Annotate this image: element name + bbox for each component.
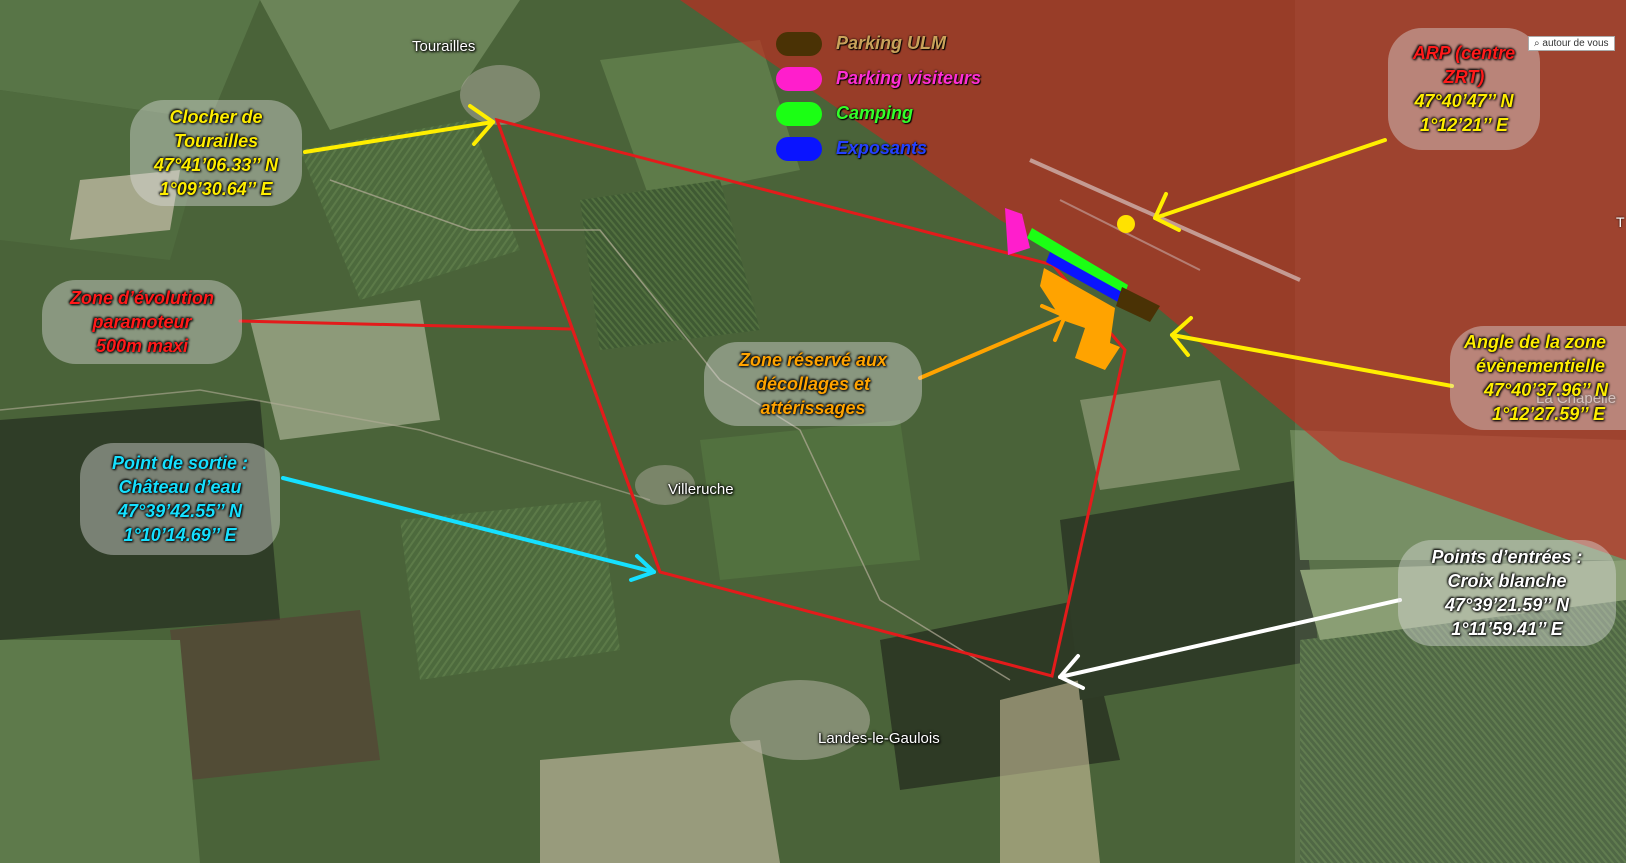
- clocher-arrow: [303, 104, 495, 154]
- nearby-search-widget[interactable]: ⌕ autour de vous: [1528, 36, 1615, 51]
- field-parcel: [250, 300, 440, 440]
- annotation-line: 47°40’47’’ N: [1414, 91, 1514, 111]
- annotation-line: paramoteur: [92, 312, 192, 332]
- runway: [1029, 158, 1301, 282]
- road: [0, 389, 651, 501]
- annotation-line: Zone d’évolution: [70, 288, 214, 308]
- annotation-line: 1°11’59.41’’ E: [1451, 619, 1563, 639]
- taxiway: [1059, 199, 1201, 271]
- field-parcel: [400, 500, 620, 680]
- legend-item: Camping: [776, 96, 981, 131]
- annotation-line: 500m maxi: [95, 336, 189, 356]
- village-villeruche: [635, 465, 695, 505]
- annotation-line: 47°40’37.96’’ N: [1484, 380, 1608, 400]
- zone-reserve-annotation: Zone réservé aux décollages et attérissa…: [704, 342, 922, 426]
- annotation-line: Croix blanche: [1447, 571, 1567, 591]
- annotation-line: 1°12’27.59’’ E: [1492, 404, 1605, 424]
- zone-evolution-annotation: Zone d’évolution paramoteur 500m maxi: [42, 280, 242, 364]
- field-parcel: [170, 610, 380, 780]
- annotation-line: 47°39’42.55’’ N: [118, 501, 242, 521]
- angle-arrow: [1170, 316, 1454, 388]
- parking-visiteurs-zone: [1005, 208, 1030, 255]
- legend-item: Exposants: [776, 131, 981, 166]
- field-parcel: [580, 180, 760, 350]
- field-parcel: [0, 0, 260, 120]
- arp-annotation: ARP (centre ZRT) 47°40’47’’ N 1°12’21’’ …: [1388, 28, 1540, 150]
- zone-evolution-pointer: [238, 319, 572, 331]
- legend-swatch: [776, 31, 822, 56]
- annotation-line: 1°12’21’’ E: [1420, 115, 1508, 135]
- annotation-line: décollages et: [755, 374, 871, 394]
- clocher-annotation: Clocher de Tourailles 47°41’06.33’’ N 1°…: [130, 100, 302, 206]
- legend-label: Camping: [836, 103, 914, 123]
- angle-annotation: Angle de la zone évènementielle 47°40’37…: [1450, 326, 1626, 430]
- road: [329, 179, 1011, 681]
- annotation-line: 47°39’21.59’’ N: [1445, 595, 1569, 615]
- legend-item: Parking ULM: [776, 26, 981, 61]
- field-parcel: [260, 0, 520, 130]
- annotation-line: Point de sortie :: [111, 453, 248, 473]
- field-parcel: [0, 640, 200, 863]
- zone-reserve-arrow: [918, 304, 1067, 380]
- field-parcel: [300, 120, 520, 300]
- parking-ulm-zone: [1116, 287, 1160, 322]
- annotation-line: évènementielle: [1476, 356, 1606, 376]
- entrees-annotation: Points d’entrées : Croix blanche 47°39’2…: [1398, 540, 1616, 646]
- legend-label: Exposants: [836, 138, 928, 158]
- map-edge-marker: T: [1616, 214, 1625, 230]
- map-legend: Parking ULM Parking visiteurs Camping Ex…: [776, 26, 981, 166]
- sortie-arrow: [281, 476, 656, 582]
- legend-swatch: [776, 136, 822, 161]
- annotation-line: Clocher de: [169, 107, 263, 127]
- annotation-line: 1°10’14.69’’ E: [123, 525, 237, 545]
- annotation-line: ARP (centre: [1412, 43, 1516, 63]
- takeoff-zone: [1040, 268, 1120, 370]
- annotation-line: ZRT): [1443, 67, 1485, 87]
- legend-swatch: [776, 101, 822, 126]
- arp-arrow: [1153, 138, 1387, 232]
- search-icon: ⌕: [1534, 38, 1543, 49]
- field-parcel: [1000, 680, 1100, 863]
- legend-item: Parking visiteurs: [776, 61, 981, 96]
- boundary-inner-line: [495, 119, 662, 573]
- sortie-annotation: Point de sortie : Château d’eau 47°39’42…: [80, 443, 280, 555]
- field-parcel: [700, 420, 920, 580]
- field-parcel: [70, 170, 180, 240]
- place-label-la-chapelle: La Chapelle: [1536, 390, 1617, 407]
- annotation-line: Angle de la zone: [1464, 332, 1607, 352]
- nearby-search-label: autour de vous: [1542, 38, 1609, 49]
- annotation-line: 1°09’30.64’’ E: [159, 179, 273, 199]
- annotation-line: 47°41’06.33’’ N: [154, 155, 278, 175]
- village-tourailles: [460, 65, 540, 125]
- place-label-villeruche: Villeruche: [668, 481, 734, 498]
- annotation-line: Zone réservé aux: [738, 350, 888, 370]
- place-label-landes: Landes-le-Gaulois: [818, 730, 940, 747]
- village-landes: [730, 680, 870, 760]
- annotation-line: attérissages: [760, 398, 866, 418]
- forest-area: [0, 400, 280, 640]
- zrt-zone: [680, 0, 1626, 560]
- legend-label: Parking visiteurs: [836, 68, 982, 88]
- legend-label: Parking ULM: [836, 33, 947, 53]
- annotation-line: Points d’entrées :: [1431, 547, 1583, 567]
- field-parcel: [1080, 380, 1240, 490]
- exposants-zone: [1046, 252, 1122, 302]
- field-parcel: [1300, 600, 1626, 863]
- field-parcel: [540, 740, 780, 863]
- field-parcel: [1300, 560, 1626, 640]
- annotation-line: Château d’eau: [118, 477, 242, 497]
- camping-zone: [1027, 228, 1128, 296]
- annotation-line: Tourailles: [173, 131, 259, 151]
- place-label-tourailles: Tourailles: [412, 38, 476, 55]
- arp-point: [1117, 215, 1135, 233]
- entrees-arrow: [1058, 598, 1402, 690]
- legend-swatch: [776, 66, 822, 91]
- forest-area: [1060, 480, 1320, 700]
